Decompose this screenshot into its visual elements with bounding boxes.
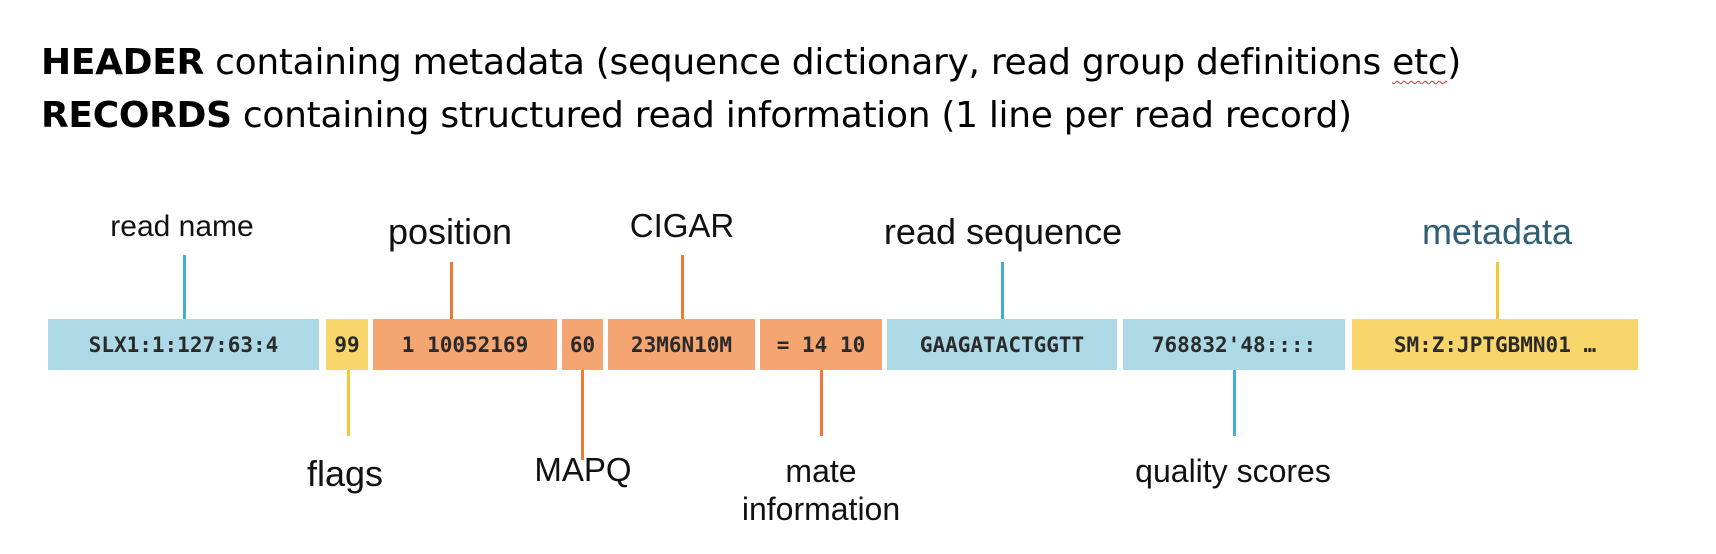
records-line: RECORDS containing structured read infor… <box>41 95 1352 136</box>
field-read-sequence: GAAGATACTGGTT <box>887 319 1117 370</box>
field-metadata: SM:Z:JPTGBMN01 … <box>1352 319 1638 370</box>
header-description: containing metadata (sequence dictionary… <box>203 42 1393 83</box>
field-flags: 99 <box>326 319 368 370</box>
records-keyword: RECORDS <box>41 95 232 136</box>
tick-mate <box>820 370 823 436</box>
header-keyword: HEADER <box>41 42 204 83</box>
field-mate: = 14 10 <box>760 319 882 370</box>
label-quality-scores: quality scores <box>1135 453 1331 489</box>
tick-position <box>450 262 453 338</box>
tick-mapq <box>581 370 584 460</box>
header-line: HEADER containing metadata (sequence dic… <box>41 42 1461 83</box>
label-position: position <box>387 211 513 252</box>
header-close-paren: ) <box>1447 42 1462 83</box>
tick-metadata <box>1496 262 1499 319</box>
label-mapq: MAPQ <box>534 451 632 488</box>
tick-flags <box>347 370 350 436</box>
label-cigar: CIGAR <box>629 207 735 244</box>
label-mate-information: information <box>741 491 901 527</box>
tick-read-name <box>183 255 186 319</box>
label-mate: mate <box>785 453 857 489</box>
tick-read-sequence <box>1001 262 1004 319</box>
label-metadata: metadata <box>1421 211 1573 252</box>
field-cigar: 23M6N10M <box>608 319 755 370</box>
label-read-sequence: read sequence <box>883 211 1123 252</box>
field-mapq: 60 <box>562 319 603 370</box>
label-read-name: read name <box>110 210 254 243</box>
label-flags: flags <box>306 453 384 494</box>
field-read-name: SLX1:1:127:63:4 <box>48 319 319 370</box>
header-etc: etc <box>1392 42 1448 83</box>
records-description: containing structured read information (… <box>231 95 1352 136</box>
field-position: 1 10052169 <box>373 319 557 370</box>
tick-quality-scores <box>1233 370 1236 436</box>
field-quality-scores: 768832'48:::: <box>1123 319 1345 370</box>
tick-cigar <box>681 255 684 319</box>
